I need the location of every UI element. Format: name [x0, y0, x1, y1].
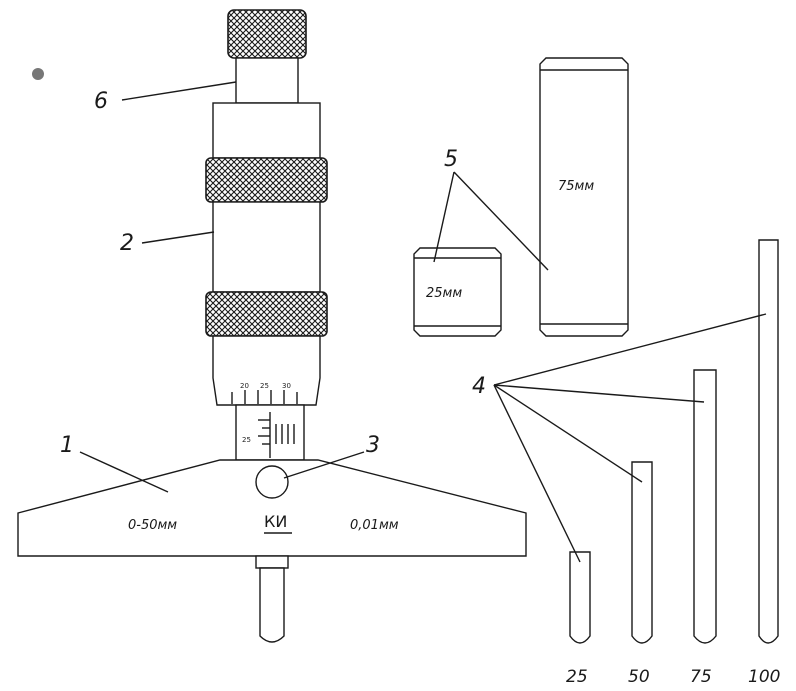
thimble-upper: [212, 102, 321, 159]
sleeve-scale: 25: [242, 412, 295, 458]
thimble-tick-30: 30: [282, 382, 291, 390]
gauge-block-large-label: 75мм: [558, 179, 594, 194]
callout-5: 5: [444, 147, 458, 172]
rod-100-label: 100: [748, 667, 780, 687]
maker-logo: КИ: [264, 512, 287, 531]
gauge-block-small-label: 25мм: [426, 286, 462, 301]
barrel: [212, 201, 321, 293]
base-range-label: 0-50мм: [128, 518, 177, 533]
ratchet-neck: [235, 57, 299, 104]
callout-1: 1: [60, 433, 74, 458]
base-division-label: 0,01мм: [350, 518, 399, 533]
rod-25-label: 25: [566, 667, 588, 687]
thimble-tick-20: 20: [240, 382, 249, 390]
callout-numbers: 6 2 1 3 5 4: [60, 89, 486, 458]
callout-4: 4: [472, 374, 486, 399]
rod-25: [569, 551, 591, 644]
callout-3: 3: [366, 433, 380, 458]
spindle: [259, 567, 285, 643]
sleeve-mark-25: 25: [242, 436, 251, 444]
thimble: [212, 335, 321, 406]
callout-2: 2: [120, 231, 134, 256]
extension-rods: 25 50 75 100: [566, 239, 780, 687]
rod-75-label: 75: [690, 667, 712, 687]
leader-lines: [79, 81, 767, 563]
lock-screw: [255, 465, 289, 499]
micrometer-head: 20 25 30 25: [205, 9, 328, 461]
ratchet-knob: [227, 9, 307, 59]
base-plate: 0-50мм 0,01мм КИ: [17, 459, 527, 643]
rod-50: [631, 461, 653, 644]
gauge-blocks: 25мм 75мм: [413, 57, 629, 337]
gauge-block-large: [539, 57, 629, 337]
callout-6: 6: [94, 89, 108, 114]
gauge-block-small: [413, 247, 502, 337]
thimble-scale: 20 25 30: [231, 382, 298, 404]
rod-50-label: 50: [628, 667, 650, 687]
thimble-tick-25: 25: [260, 382, 269, 390]
knurled-ring-lower: [205, 291, 328, 337]
rod-75: [693, 369, 717, 644]
spindle-collar: [255, 555, 289, 569]
base-outline: [17, 459, 527, 557]
knurled-ring-upper: [205, 157, 328, 203]
rod-100: [758, 239, 779, 644]
ink-dot: [32, 68, 44, 80]
